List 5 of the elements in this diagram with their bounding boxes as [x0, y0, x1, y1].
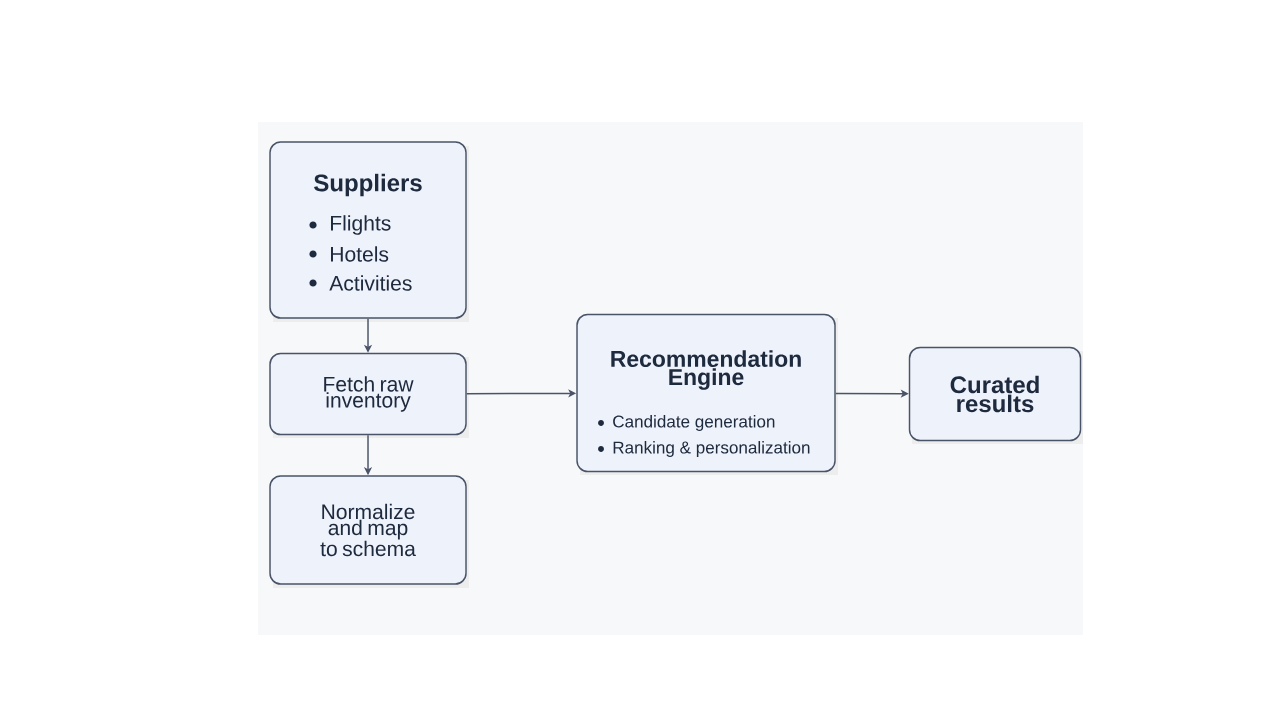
process-box: Fetch raw inventory: [269, 352, 469, 438]
process-box: Curated results: [908, 346, 1083, 444]
process-box: Normalize and map to schema: [269, 475, 469, 588]
process-box: Recommendation Engine Candidate generation Ranking & personalization: [576, 313, 838, 475]
process-box: Suppliers Flights Hotels Activities: [269, 141, 469, 322]
